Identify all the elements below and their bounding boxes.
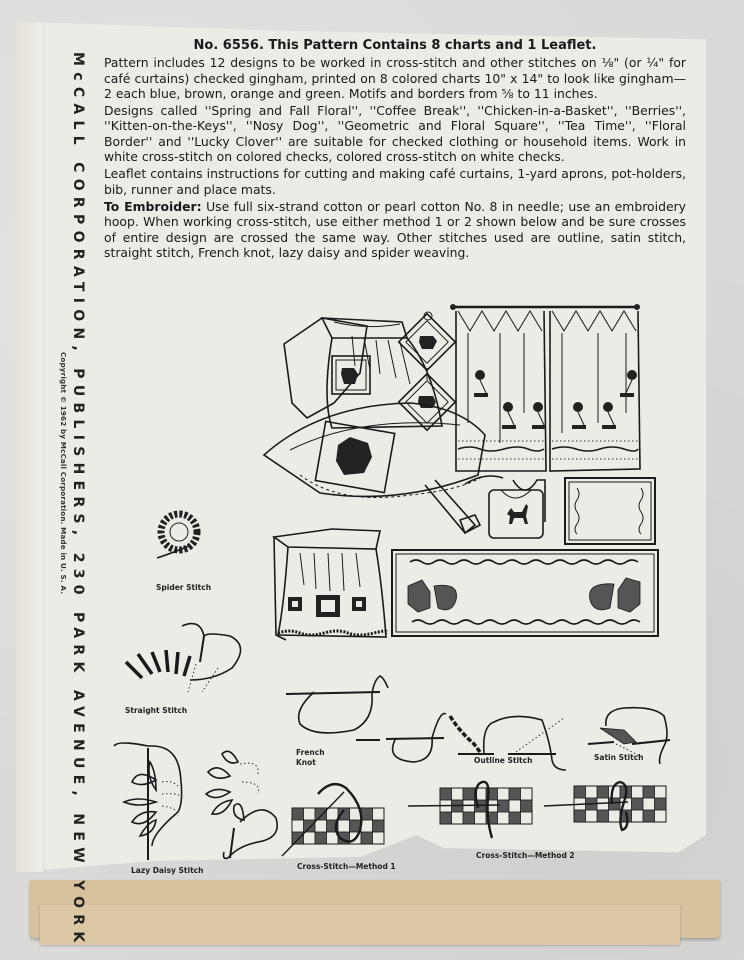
paragraph-text: Leaflet contains instructions for cuttin…	[104, 166, 686, 197]
spine-copyright-text: Copyright © 1962 by McCall Corporation. …	[59, 352, 68, 595]
apron-geometric-illustration	[271, 528, 389, 641]
inner-envelope-flap	[40, 905, 680, 945]
runner-illustration	[391, 549, 659, 637]
caption-outline-stitch: Outline Stitch	[474, 756, 533, 765]
paragraph-to-embroider: To Embroider: Use full six-strand cotton…	[104, 199, 686, 260]
floral-motifs	[475, 370, 637, 412]
envelope-side-fold	[16, 22, 44, 872]
paragraph-leaflet: Leaflet contains instructions for cuttin…	[104, 166, 686, 197]
caption-cross-stitch-method-2: Cross-Stitch—Method 2	[476, 851, 575, 860]
spine-publisher-text: McCALL CORPORATION, PUBLISHERS, 230 PARK…	[70, 52, 86, 949]
instructions-text-block: No. 6556. This Pattern Contains 8 charts…	[104, 38, 686, 262]
paragraph-pattern-includes: Pattern includes 12 designs to be worked…	[104, 55, 686, 101]
caption-french-knot-line1: French	[296, 748, 325, 757]
caption-straight-stitch: Straight Stitch	[125, 706, 188, 715]
caption-spider-stitch: Spider Stitch	[156, 583, 212, 592]
method-2-step-2	[543, 780, 667, 832]
paragraph-label: To Embroider:	[104, 198, 202, 214]
bib-illustration	[464, 475, 546, 539]
paragraph-text: Use full six-strand cotton or pearl cott…	[104, 198, 686, 260]
paragraph-designs: Designs called ''Spring and Fall Floral'…	[104, 103, 686, 164]
paragraph-text: Pattern includes 12 designs to be worked…	[104, 55, 686, 101]
caption-cross-stitch-method-1: Cross-Stitch—Method 1	[297, 862, 396, 871]
french-knot-diagram	[285, 675, 447, 763]
caption-lazy-daisy-stitch: Lazy Daisy Stitch	[131, 866, 204, 875]
cross-stitch-method-2-diagram	[407, 780, 667, 839]
apron-chicken-illustration	[262, 402, 486, 535]
cross-stitch-method-1-diagram	[281, 782, 385, 857]
place-mat-illustration	[564, 477, 656, 545]
outline-stitch-diagram	[448, 715, 567, 771]
cafe-curtains-illustration	[450, 304, 641, 472]
caption-french-knot-line2: Knot	[296, 758, 316, 767]
lazy-daisy-diagram	[113, 742, 278, 860]
caption-satin-stitch: Satin Stitch	[594, 753, 644, 762]
paragraph-text: Designs called ''Spring and Fall Floral'…	[104, 103, 686, 165]
spider-stitch-diagram	[156, 510, 201, 559]
apron-coffee-pot-illustration	[283, 317, 443, 429]
satin-stitch-diagram	[587, 706, 671, 765]
pattern-heading: No. 6556. This Pattern Contains 8 charts…	[193, 38, 597, 53]
straight-stitch-diagram	[124, 622, 242, 693]
method-2-step-1	[407, 780, 533, 839]
